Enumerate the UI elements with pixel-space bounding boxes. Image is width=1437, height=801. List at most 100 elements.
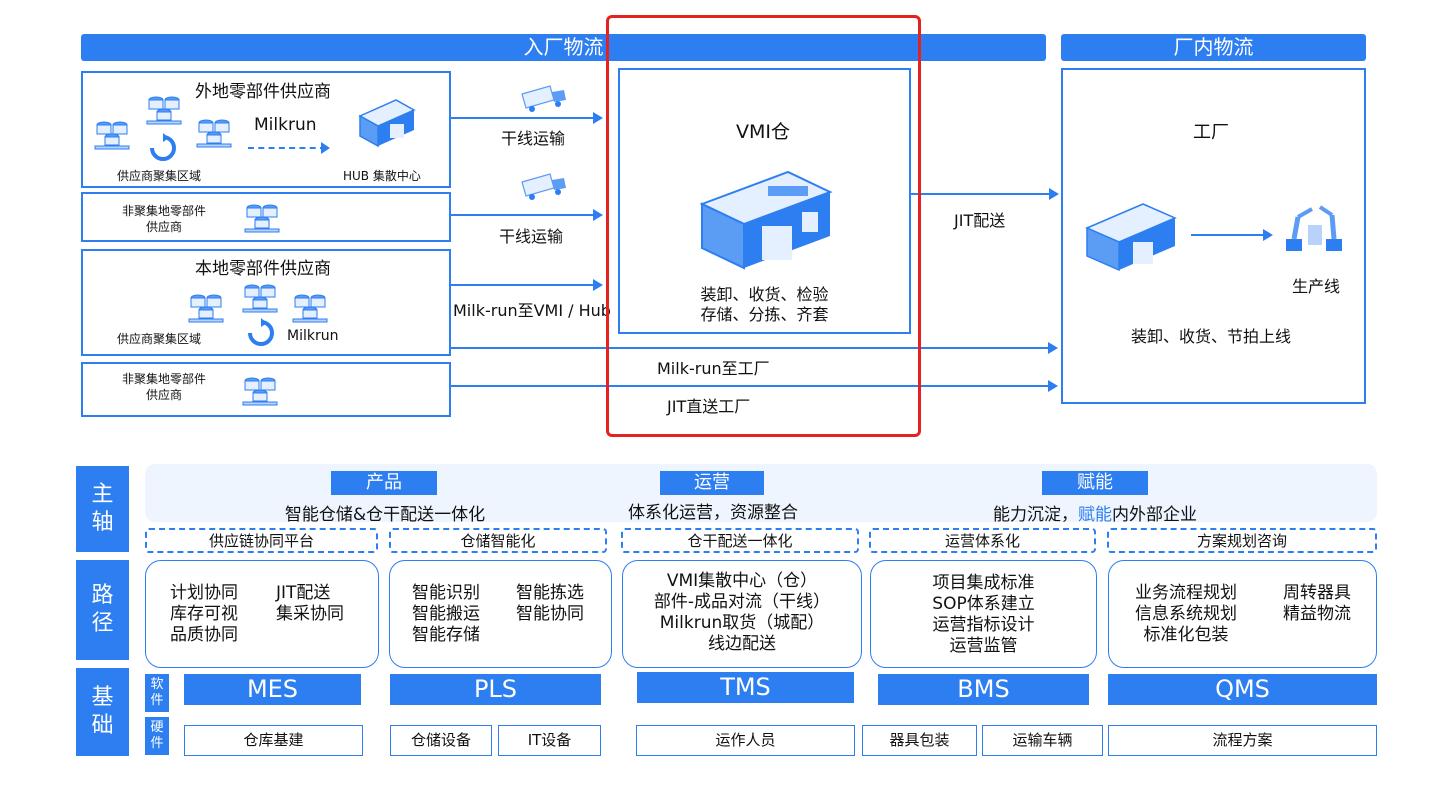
dashed-operation-system: 运营体系化 (869, 528, 1096, 553)
mes-bar: MES (184, 674, 361, 705)
pls-bar: PLS (390, 674, 601, 705)
path5-item: 周转器具 (1283, 583, 1351, 603)
path5-right-list: 周转器具 精益物流 (1283, 583, 1351, 625)
dashed-integrated-delivery: 仓干配送一体化 (621, 528, 859, 553)
factory-ops-label: 装卸、收货、节拍上线 (1131, 327, 1292, 346)
inplant-logistics-title: 厂内物流 (1173, 35, 1254, 59)
jit-delivery-arrow (911, 188, 1059, 200)
soft-char-1: 软 (150, 677, 164, 692)
path2-item: 智能识别 (412, 583, 480, 603)
path1-right-list: JIT配送 集采协同 (276, 583, 344, 625)
pallet-stack-icon (244, 204, 280, 233)
enable-desc-a: 能力沉淀， (993, 505, 1078, 525)
path1-item: JIT配送 (276, 583, 331, 603)
axis-char-2: 轴 (91, 510, 114, 535)
base-char-1: 基 (91, 685, 114, 710)
enable-desc-c: 内外部企业 (1112, 505, 1197, 525)
path3-item: 线边配送 (708, 634, 776, 654)
trunk-transport-label-2: 干线运输 (499, 227, 564, 246)
enable-desc-b: 赋能 (1078, 505, 1112, 525)
pallet-stack-icon (242, 284, 278, 313)
path1-item: 库存可视 (170, 604, 238, 624)
non-cluster-supplier-label-2: 非聚集地零部件供应商 (108, 371, 220, 403)
hw-process-solution: 流程方案 (1108, 725, 1377, 756)
vmi-title: VMI仓 (736, 121, 790, 143)
warehouse-icon (699, 170, 833, 270)
factory-to-line-arrow (1191, 229, 1273, 241)
path4-list: 项目集成标准 SOP体系建立 运营指标设计 运营监管 (871, 573, 1096, 657)
base-tab: 基础 (76, 668, 129, 756)
inplant-logistics-header: 厂内物流 (1061, 34, 1366, 61)
pallet-stack-icon (188, 294, 224, 323)
vmi-ops-line2: 存储、分拣、齐套 (700, 305, 829, 324)
soft-char-2: 件 (150, 693, 164, 708)
path3-item: VMI集散中心（仓） (666, 571, 818, 591)
non-cluster-line1: 非聚集地零部件 (121, 204, 206, 218)
production-line-label: 生产线 (1292, 277, 1341, 296)
jit-direct-label: JIT直送工厂 (667, 397, 751, 416)
non-cluster-line2: 供应商 (145, 220, 182, 234)
factory-title: 工厂 (1193, 122, 1229, 143)
milkrun-label: Milkrun (254, 115, 317, 135)
path4-item: 运营监管 (949, 636, 1018, 656)
product-pill: 产品 (331, 471, 437, 495)
qms-bar: QMS (1108, 674, 1377, 705)
local-milkrun-label: Milkrun (287, 328, 339, 344)
jit-delivery-label: JIT配送 (954, 211, 1006, 230)
milkrun-factory-arrow (451, 342, 1058, 354)
path1-item: 集采协同 (276, 604, 344, 624)
bms-bar: BMS (878, 674, 1089, 705)
path3-list: VMI集散中心（仓） 部件-成品对流（干线） Milkrun取货（城配） 线边配… (623, 571, 861, 655)
path3-item: 部件-成品对流（干线） (653, 592, 831, 612)
hw-operating-staff: 运作人员 (636, 725, 855, 756)
hw-warehouse-infra: 仓库基建 (184, 725, 363, 756)
warehouse-icon (358, 99, 416, 148)
tms-bar: TMS (637, 672, 854, 703)
path2-item: 智能搬运 (412, 604, 480, 624)
path1-item: 计划协同 (170, 583, 238, 603)
path-box-3: VMI集散中心（仓） 部件-成品对流（干线） Milkrun取货（城配） 线边配… (622, 560, 862, 668)
path4-item: SOP体系建立 (932, 594, 1035, 614)
pallet-stack-icon (196, 119, 232, 148)
trunk-transport-label-1: 干线运输 (501, 129, 566, 148)
product-desc: 智能仓储&仓干配送一体化 (284, 505, 486, 525)
cycle-icon (150, 133, 176, 161)
robot-arm-icon (1286, 205, 1342, 251)
pallet-stack-icon (292, 294, 328, 323)
inbound-logistics-header: 入厂物流 (81, 34, 1046, 61)
non-cluster-supplier-box-2 (81, 362, 451, 417)
warehouse-icon (1085, 203, 1177, 272)
axis-char-1: 主 (91, 482, 114, 507)
hub-label: HUB 集散中心 (343, 169, 421, 183)
remote-supplier-label: 外地零部件供应商 (195, 82, 331, 102)
path2-right-list: 智能拣选 智能协同 (516, 583, 584, 625)
jit-direct-arrow (451, 380, 1058, 392)
local-cluster-label: 供应商聚集区域 (117, 332, 202, 346)
vmi-highlight-frame (606, 15, 921, 437)
dashed-warehouse-smart: 仓储智能化 (389, 528, 607, 553)
path3-item: Milkrun取货（城配） (659, 613, 825, 633)
truck-icon (521, 173, 566, 200)
hw-packaging: 器具包装 (862, 725, 977, 756)
path5-left-list: 业务流程规划 信息系统规划 标准化包装 (1135, 583, 1237, 646)
local-supplier-label: 本地零部件供应商 (195, 259, 331, 279)
path5-item: 精益物流 (1283, 604, 1351, 624)
hard-char-2: 件 (150, 736, 164, 751)
path-box-2: 智能识别 智能搬运 智能存储 智能拣选 智能协同 (389, 560, 612, 668)
hw-storage-equipment: 仓储设备 (390, 725, 492, 756)
path1-item: 品质协同 (170, 625, 238, 645)
dashed-supply-chain: 供应链协同平台 (145, 528, 378, 553)
path-box-4: 项目集成标准 SOP体系建立 运营指标设计 运营监管 (870, 560, 1097, 668)
pallet-stack-icon (94, 121, 130, 150)
inbound-logistics-title: 入厂物流 (523, 35, 604, 59)
path-char-2: 径 (91, 611, 114, 636)
non-cluster-supplier-label-1: 非聚集地零部件供应商 (108, 203, 220, 235)
milkrun-vmi-arrow (451, 279, 603, 291)
path5-item: 业务流程规划 (1135, 583, 1237, 603)
path-box-5: 业务流程规划 信息系统规划 标准化包装 周转器具 精益物流 (1108, 560, 1377, 668)
software-tab: 软件 (145, 674, 169, 712)
path-tab: 路径 (76, 560, 129, 660)
trunk-arrow-2 (451, 209, 603, 221)
hard-char-1: 硬 (150, 720, 164, 735)
vmi-ops-line1: 装卸、收货、检验 (700, 285, 829, 304)
